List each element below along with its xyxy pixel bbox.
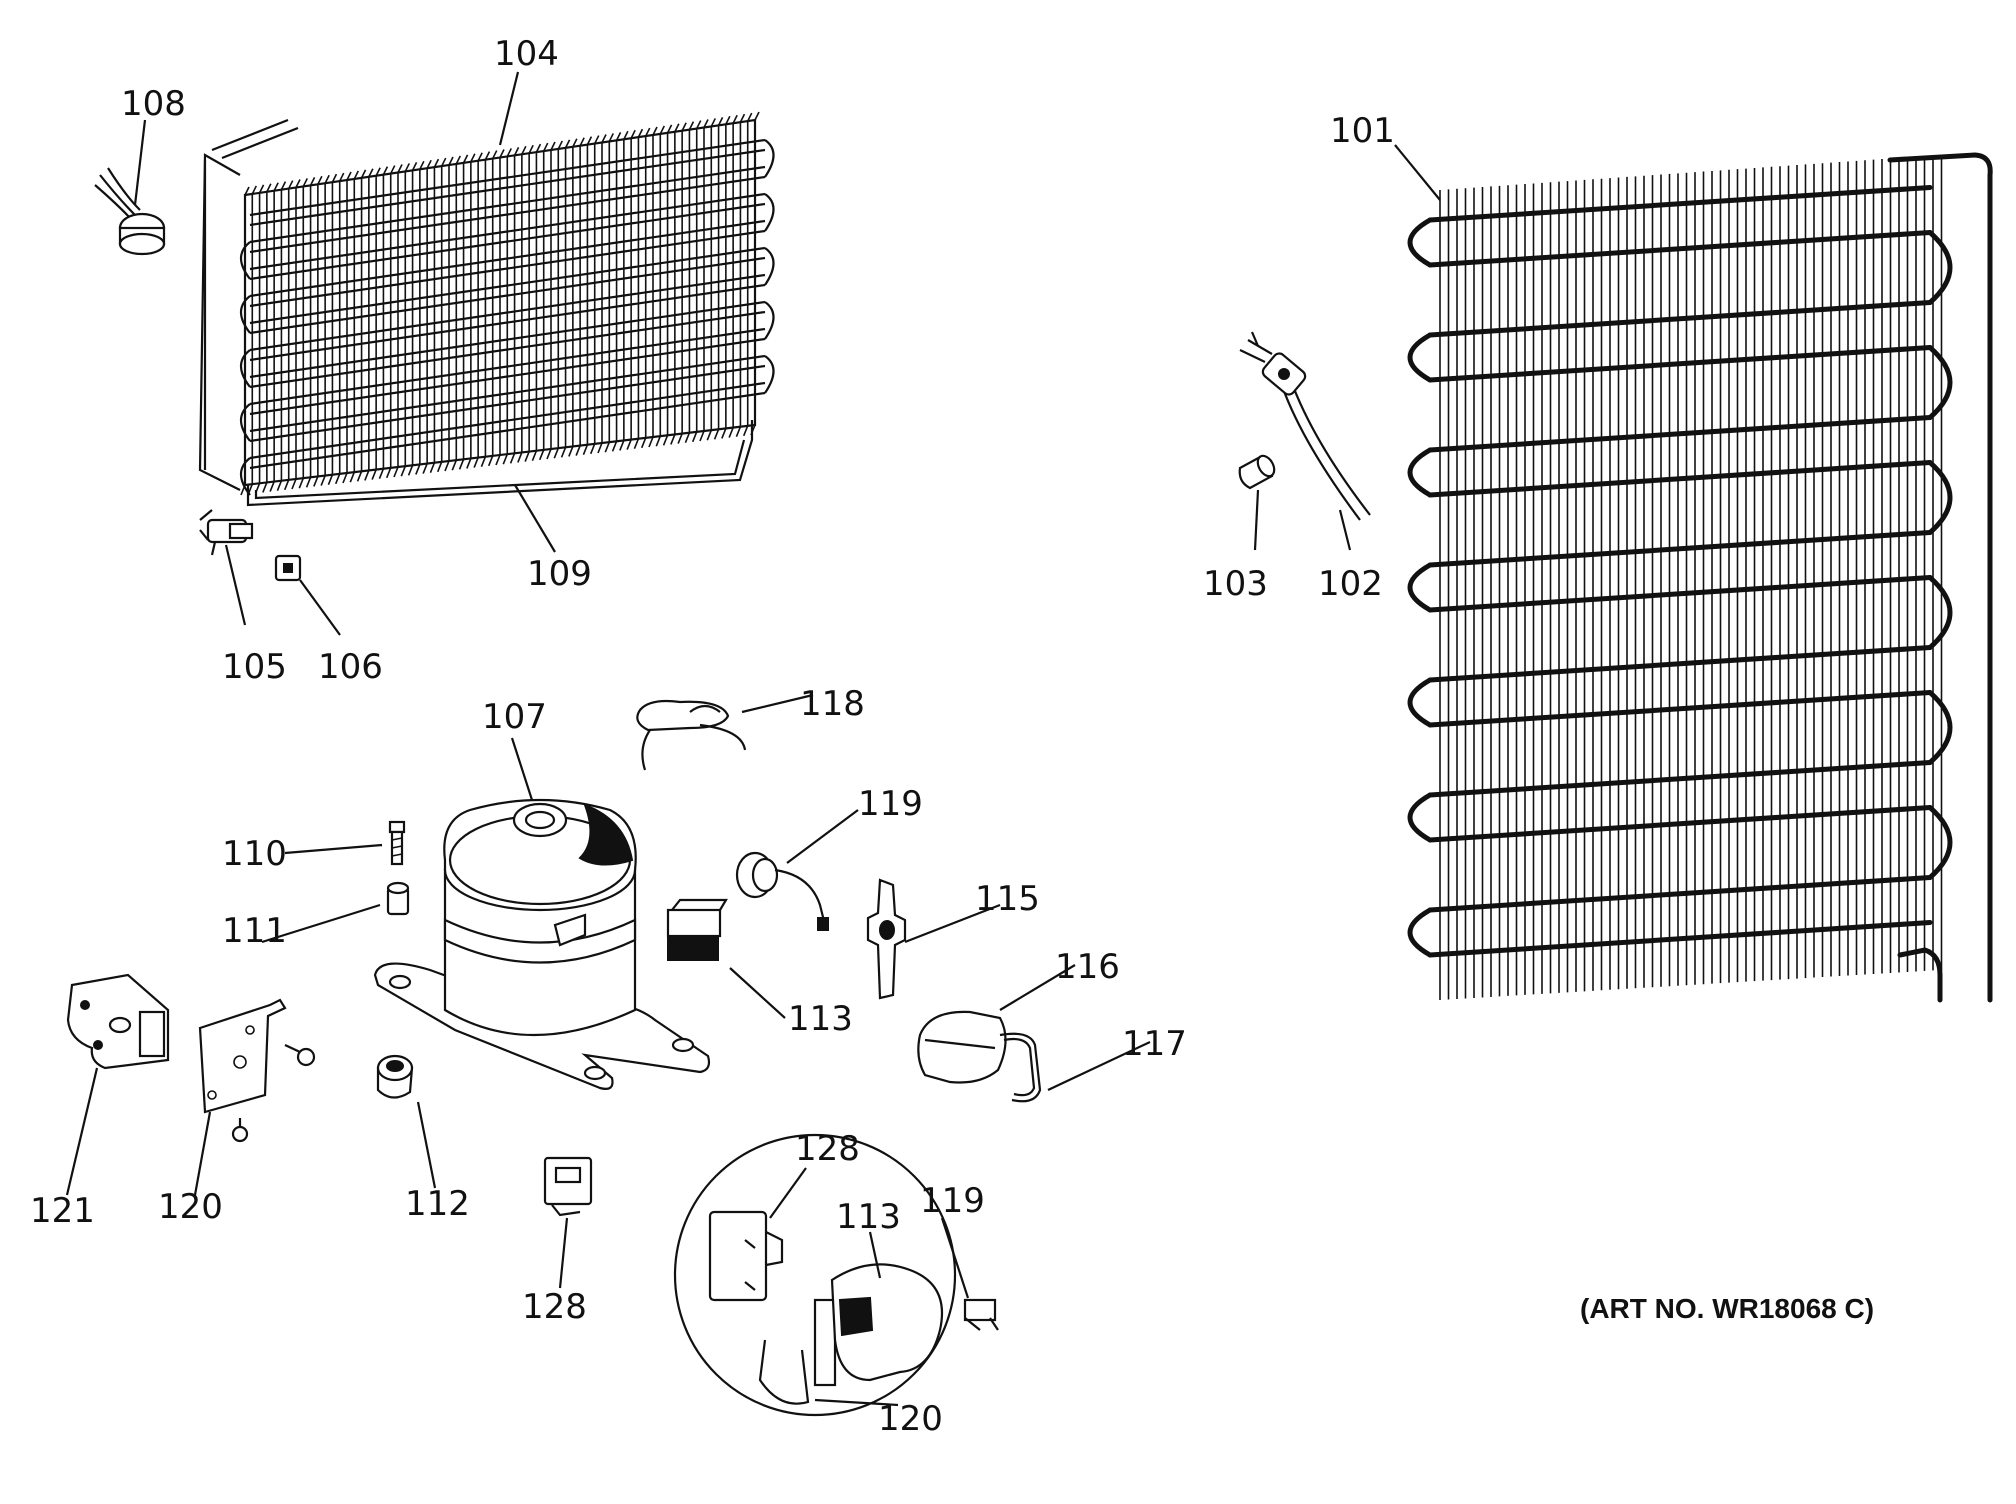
art-number: (ART NO. WR18068 C): [1580, 1293, 1874, 1324]
leader-lines: [65, 71, 1441, 1407]
callout-107: 107: [482, 697, 547, 737]
callout-128: 128: [522, 1287, 587, 1327]
callout-labels: 101 102 103 104 105 106 107 108 109 110 …: [30, 34, 1395, 1439]
cover-part: [917, 1010, 1007, 1084]
callout-108: 108: [121, 84, 186, 124]
sensor-bulb-part: [94, 167, 166, 256]
overload-part: [735, 851, 829, 931]
start-device-part: [543, 1156, 593, 1217]
callout-102: 102: [1318, 564, 1383, 604]
callout-112: 112: [405, 1184, 470, 1224]
mounting-plate-part: [198, 998, 316, 1143]
inset-callout-113: 113: [836, 1197, 901, 1237]
cord-cap-part: [1238, 454, 1276, 490]
evaporator-coil: [198, 111, 775, 496]
detail-inset: [673, 1133, 999, 1417]
callout-105: 105: [222, 647, 287, 687]
mount-bracket-part: [866, 878, 907, 1000]
condenser-coil: [1407, 152, 1993, 1003]
evaporator-bracket: [246, 420, 754, 507]
callout-118: 118: [800, 684, 865, 724]
callout-113: 113: [788, 999, 853, 1039]
callout-120: 120: [158, 1187, 223, 1227]
callout-115: 115: [975, 879, 1040, 919]
relay-part: [666, 898, 728, 961]
callout-117: 117: [1122, 1024, 1187, 1064]
mount-grommet-part: [376, 1054, 414, 1099]
callout-101: 101: [1330, 111, 1395, 151]
power-cord-part: [1239, 331, 1371, 521]
terminal-box-part: [66, 973, 170, 1070]
clip-part: [636, 699, 747, 771]
callout-109: 109: [527, 554, 592, 594]
wire-clip-part: [999, 1032, 1042, 1103]
inset-callout-119: 119: [920, 1181, 985, 1221]
valve-part: [199, 509, 254, 556]
callout-110: 110: [222, 834, 287, 874]
sleeve-part: [386, 881, 410, 916]
callout-121: 121: [30, 1191, 95, 1231]
callout-104: 104: [494, 34, 559, 74]
callout-103: 103: [1203, 564, 1268, 604]
callout-116: 116: [1055, 947, 1120, 987]
inset-callout-120: 120: [878, 1399, 943, 1439]
inset-callout-128: 128: [795, 1129, 860, 1169]
callout-111: 111: [222, 911, 287, 951]
callout-106: 106: [318, 647, 383, 687]
compressor-part: [373, 798, 711, 1090]
callout-119: 119: [858, 784, 923, 824]
bolt-part: [388, 820, 406, 866]
